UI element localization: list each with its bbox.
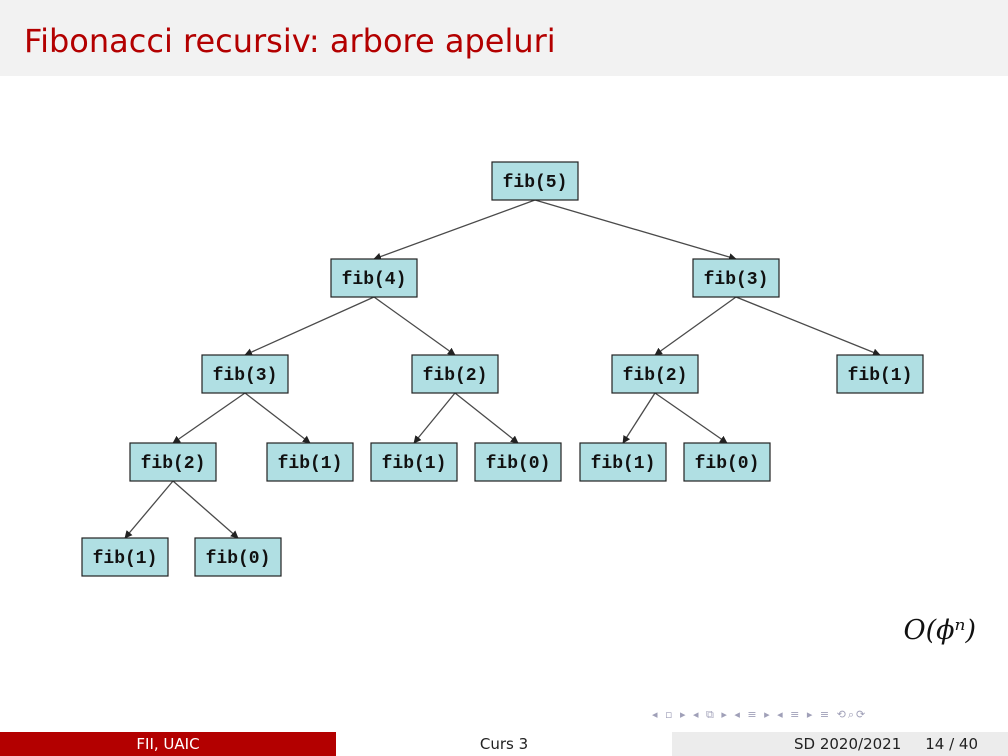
edge-n5-n3b xyxy=(534,199,737,261)
tree-node-n0a: fib(0) xyxy=(194,537,282,577)
node-box xyxy=(683,442,771,482)
title-bar: Fibonacci recursiv: arbore apeluri xyxy=(0,0,1008,76)
node-box xyxy=(411,354,499,394)
tree-node-n1c: fib(1) xyxy=(370,442,458,482)
footer-course: Curs 3 xyxy=(336,732,672,756)
node-box xyxy=(370,442,458,482)
node-box xyxy=(129,442,217,482)
node-label: fib(2) xyxy=(623,366,688,386)
edge-n2c-n0c xyxy=(654,392,728,444)
tree-node-n2c: fib(2) xyxy=(611,354,699,394)
node-box xyxy=(611,354,699,394)
node-box xyxy=(579,442,667,482)
edge-n2a-n0a xyxy=(172,480,239,539)
node-box xyxy=(474,442,562,482)
footer-right: SD 2020/2021 14 / 40 xyxy=(672,732,1008,756)
edge-n3a-n1b xyxy=(244,392,311,444)
tree-node-n1e: fib(1) xyxy=(836,354,924,394)
edges-layer xyxy=(124,199,881,539)
tree-node-n4: fib(4) xyxy=(330,258,418,298)
nav-frame-icon[interactable]: ◂ ⧉ ▸ xyxy=(693,708,729,721)
node-box xyxy=(266,442,354,482)
nav-section-icon[interactable]: ◂ ≡ ▸ xyxy=(734,708,772,721)
node-label: fib(1) xyxy=(382,454,447,474)
tree-node-n0c: fib(0) xyxy=(683,442,771,482)
edge-n5-n4 xyxy=(373,199,536,261)
edge-n4-n3a xyxy=(244,296,375,356)
tree-node-n5: fib(5) xyxy=(491,161,579,201)
node-label: fib(3) xyxy=(704,270,769,290)
node-label: fib(1) xyxy=(93,549,158,569)
nodes-layer: fib(5) fib(4) fib(3) fib(3) fib(2) fib(2) fib(… xyxy=(81,161,924,577)
complexity-formula: O(ϕⁿ) xyxy=(903,615,976,646)
node-box xyxy=(692,258,780,298)
edge-n4-n2b xyxy=(373,296,456,356)
node-box xyxy=(330,258,418,298)
tree-node-n2b: fib(2) xyxy=(411,354,499,394)
slide-title: Fibonacci recursiv: arbore apeluri xyxy=(24,22,556,60)
edge-n3b-n2c xyxy=(654,296,737,356)
footer: FII, UAIC Curs 3 SD 2020/2021 14 / 40 xyxy=(0,732,1008,756)
tree-node-n1b: fib(1) xyxy=(266,442,354,482)
node-label: fib(1) xyxy=(278,454,343,474)
node-box xyxy=(194,537,282,577)
edge-n2a-n1a xyxy=(124,480,174,539)
node-label: fib(0) xyxy=(206,549,271,569)
edge-n2c-n1d xyxy=(622,392,656,444)
node-box xyxy=(836,354,924,394)
node-label: fib(5) xyxy=(503,173,568,193)
edge-n2b-n0b xyxy=(454,392,519,444)
nav-search-icon[interactable]: ⟲⌕⟳ xyxy=(836,708,868,721)
nav-first-icon[interactable]: ◂ ▫ ▸ xyxy=(652,708,688,721)
node-label: fib(2) xyxy=(423,366,488,386)
node-label: fib(4) xyxy=(342,270,407,290)
edge-n3b-n1e xyxy=(735,296,881,356)
node-label: fib(2) xyxy=(141,454,206,474)
node-box xyxy=(491,161,579,201)
tree-node-n2a: fib(2) xyxy=(129,442,217,482)
edge-n3a-n2a xyxy=(172,392,246,444)
tree-node-n1d: fib(1) xyxy=(579,442,667,482)
tree-node-n1a: fib(1) xyxy=(81,537,169,577)
tree-node-n3a: fib(3) xyxy=(201,354,289,394)
node-box xyxy=(201,354,289,394)
node-label: fib(3) xyxy=(213,366,278,386)
footer-date: SD 2020/2021 xyxy=(794,735,902,753)
node-label: fib(1) xyxy=(848,366,913,386)
node-label: fib(0) xyxy=(486,454,551,474)
node-label: fib(1) xyxy=(591,454,656,474)
node-label: fib(0) xyxy=(695,454,760,474)
beamer-navigation[interactable]: ◂ ▫ ▸ ◂ ⧉ ▸ ◂ ≡ ▸ ◂ ≡ ▸ ≡ ⟲⌕⟳ xyxy=(652,708,867,722)
footer-page-number: 14 / 40 xyxy=(925,735,978,753)
edge-n2b-n1c xyxy=(413,392,456,444)
footer-institution: FII, UAIC xyxy=(0,732,336,756)
node-box xyxy=(81,537,169,577)
tree-node-n0b: fib(0) xyxy=(474,442,562,482)
nav-align-icon[interactable]: ≡ xyxy=(819,708,832,721)
tree-node-n3b: fib(3) xyxy=(692,258,780,298)
nav-subsection-icon[interactable]: ◂ ≡ ▸ xyxy=(777,708,815,721)
